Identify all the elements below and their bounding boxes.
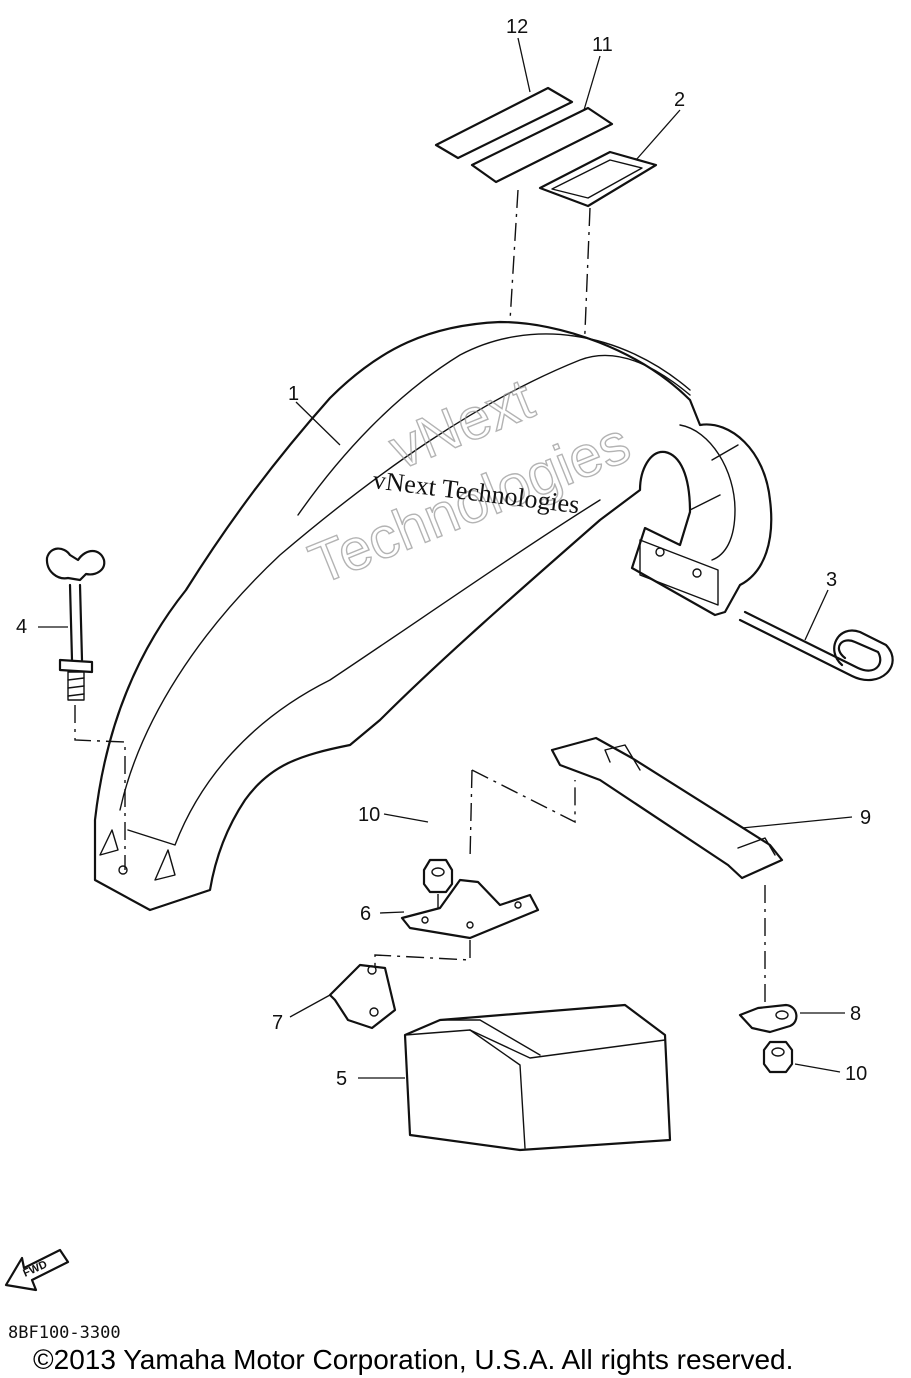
callout-6: 6	[360, 903, 371, 925]
wing-bolt[interactable]	[45, 547, 106, 701]
battery-box[interactable]	[403, 1003, 672, 1152]
callout-11: 11	[592, 34, 613, 56]
bracket-7[interactable]	[328, 963, 397, 1030]
callout-10-lower: 10	[845, 1063, 867, 1085]
clamp-8[interactable]	[738, 1003, 798, 1034]
callout-12: 12	[506, 16, 528, 38]
flange-nut-upper[interactable]	[422, 858, 454, 894]
copyright-notice: ©2013 Yamaha Motor Corporation, U.S.A. A…	[33, 1344, 794, 1375]
leader-lines	[38, 37, 853, 1079]
decal-12[interactable]	[434, 86, 574, 160]
flange-nut-lower[interactable]	[762, 1040, 794, 1074]
part-code: 8BF100-3300	[8, 1323, 121, 1343]
rod[interactable]	[738, 610, 894, 682]
fwd-arrow-icon: FWD	[4, 1248, 70, 1292]
callout-8: 8	[850, 1003, 861, 1025]
callouts: 12 11 2 1 3 4 10 9 6 7 8 5 10	[16, 16, 871, 1090]
decal-2[interactable]	[538, 150, 658, 208]
callout-2: 2	[674, 89, 685, 111]
callout-1: 1	[288, 383, 299, 405]
callout-4: 4	[16, 616, 27, 638]
callout-3: 3	[826, 569, 837, 591]
callout-9: 9	[860, 807, 871, 829]
rear-fender[interactable]	[93, 320, 773, 912]
decal-11[interactable]	[470, 106, 614, 184]
callout-10-upper: 10	[358, 804, 380, 826]
callout-5: 5	[336, 1068, 347, 1090]
bracket-6[interactable]	[400, 878, 540, 940]
callout-7: 7	[272, 1012, 283, 1034]
strap[interactable]	[550, 736, 784, 880]
